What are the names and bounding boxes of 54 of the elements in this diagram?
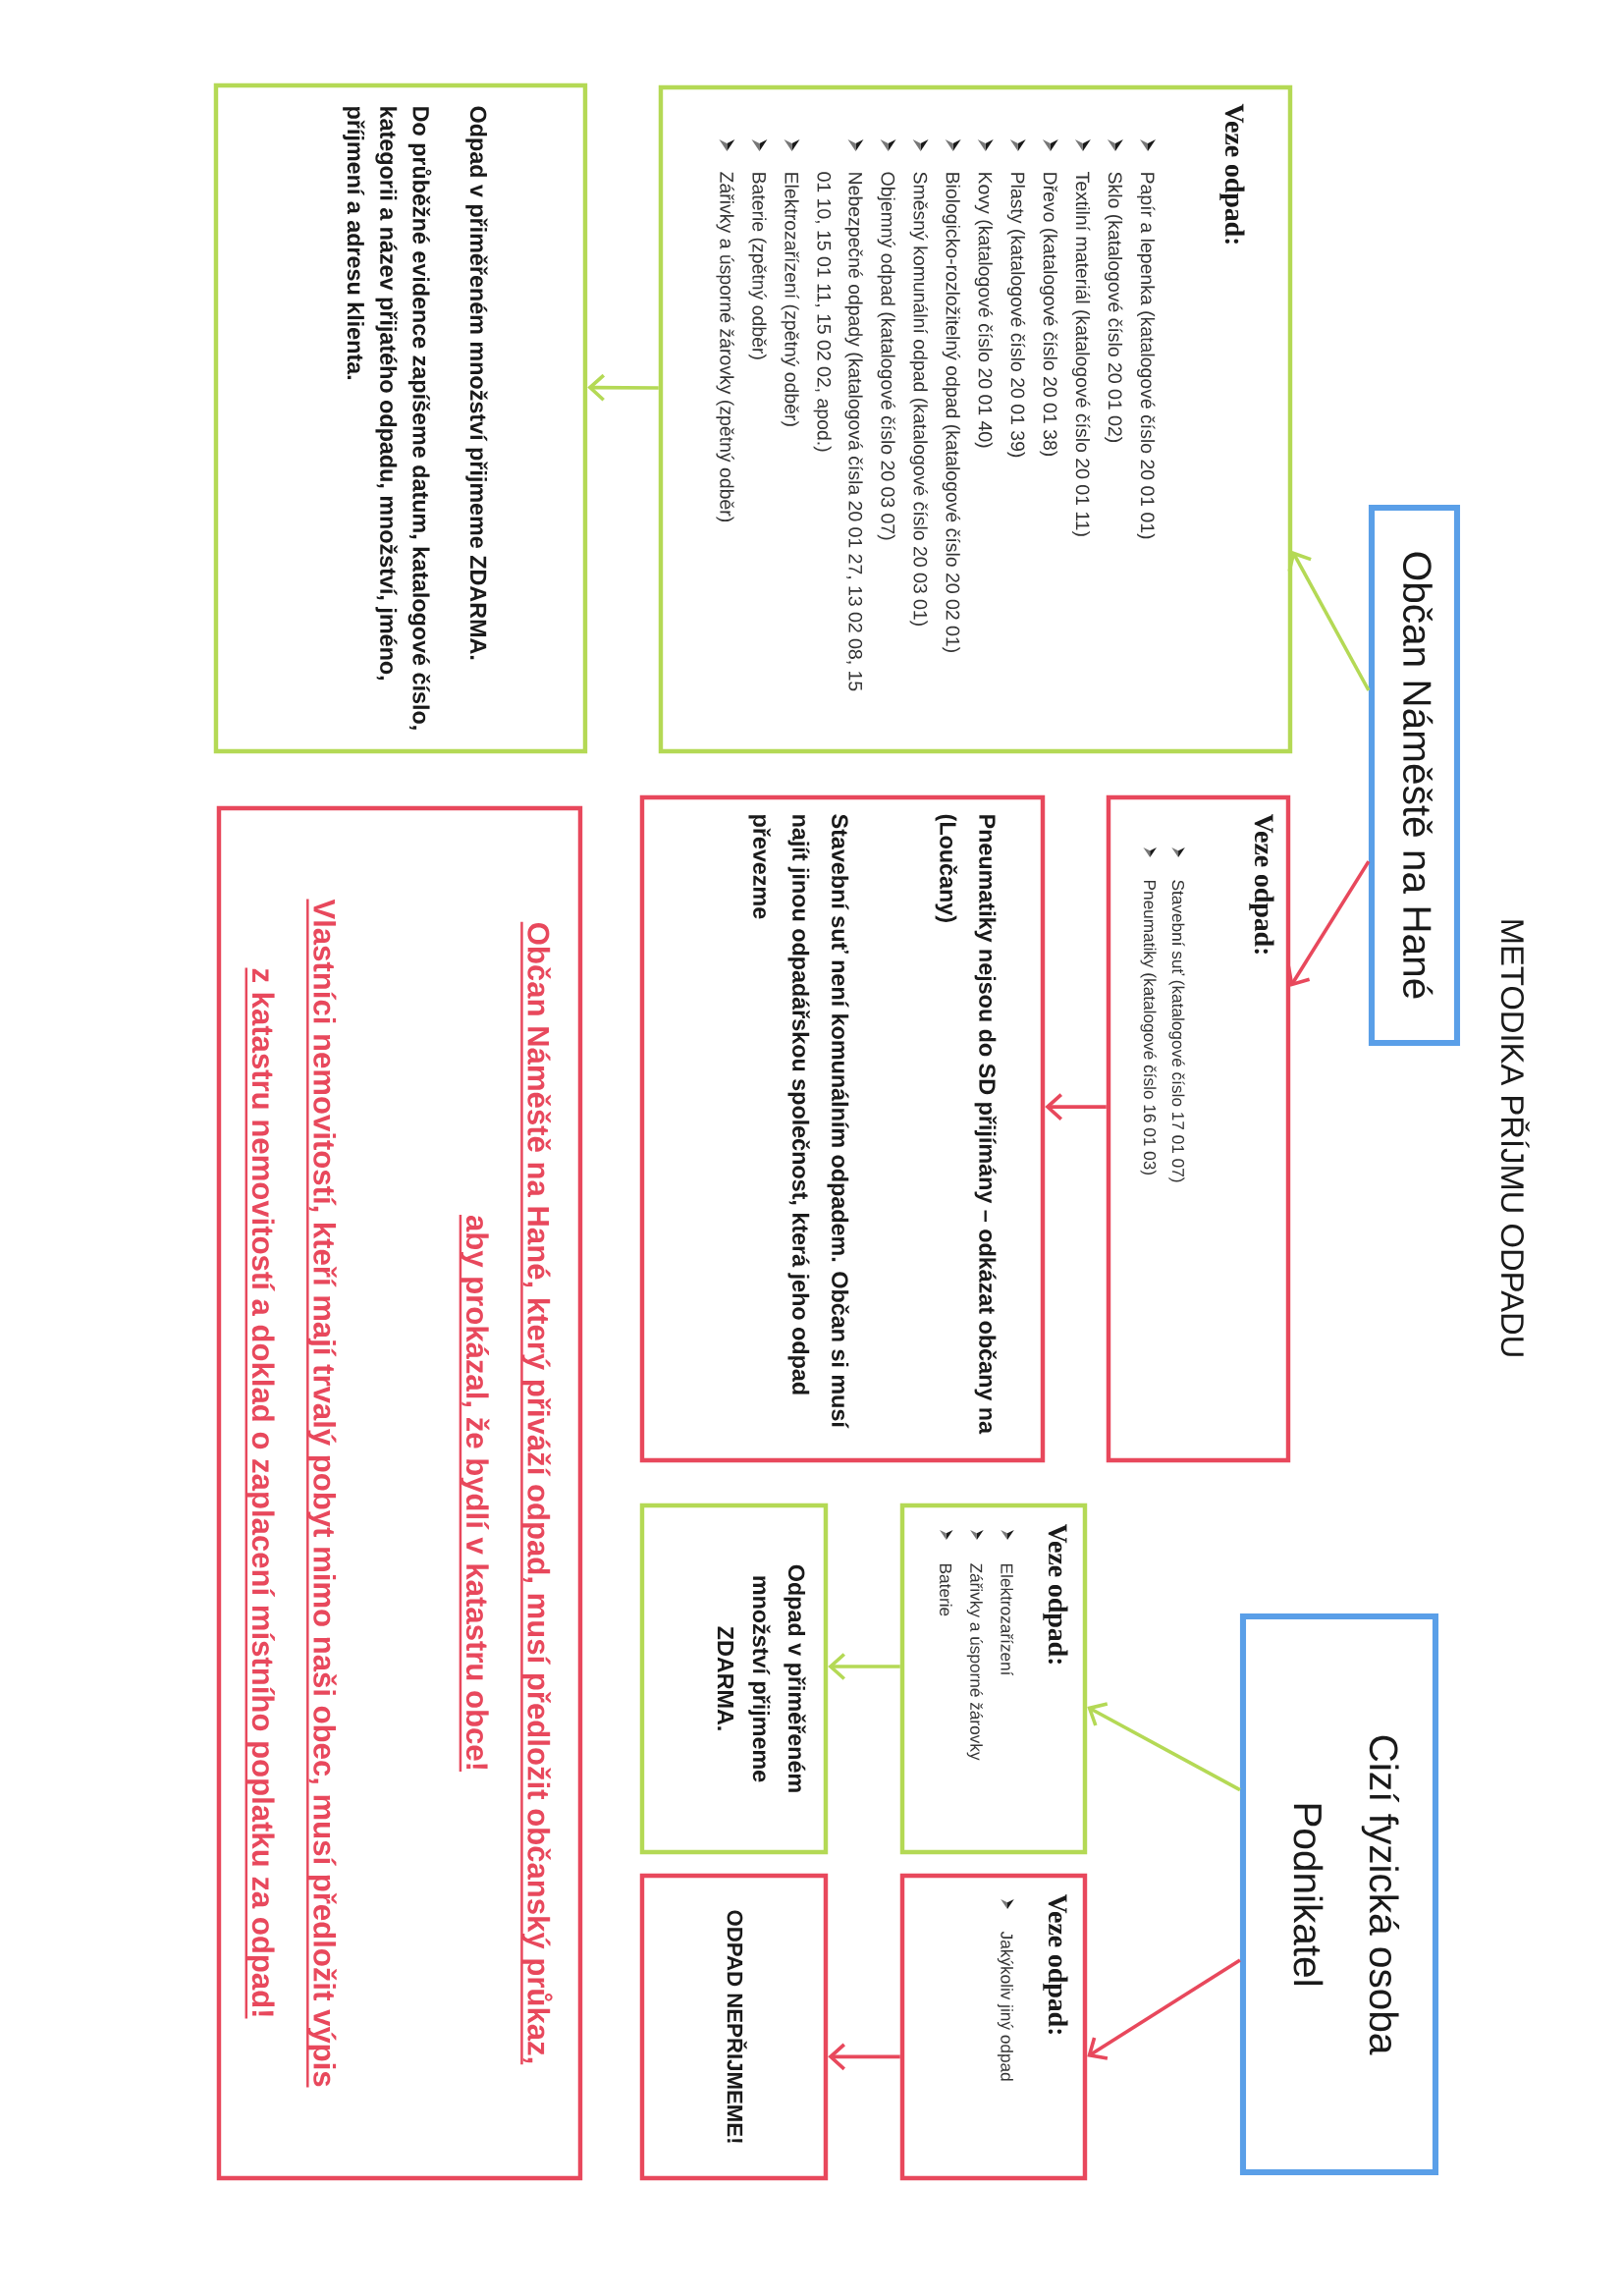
list-item: Zářivky a úsporné žárovky (966, 1563, 983, 1761)
arrow (1287, 551, 1371, 691)
note-box (639, 1503, 829, 1855)
note-text: Odpad v přiměřeném množství přijmeme ZDARMA. (717, 1564, 806, 1792)
list-item: Baterie (zpětný odběr) (748, 173, 767, 359)
arrow (1286, 860, 1371, 987)
list-item: Nebezpečné odpady (katalogová čísla 20 01 27, 13 02 08, 15 01 10, 15 01 11, 15 02 02, apod.) (813, 172, 863, 691)
list-item: Baterie (940, 1563, 952, 1616)
arrow (587, 373, 659, 402)
list-item: Směsný komunální odpad (katalogové číslo 20 03 01) (909, 172, 928, 626)
box-title: Cizí fyzická osoba (1361, 1735, 1400, 2055)
arrow (828, 2043, 900, 2071)
box-title: Občan Náměště na Hané (1403, 552, 1434, 999)
list-heading: Veze odpad: (1043, 1523, 1068, 1664)
list-item: Pneumatiky (katalogové číslo 16 01 03) (1140, 880, 1157, 1175)
note-text: Stavební suť není komunálním odpadem. Občan si musí najít jinou odpadářskou společnost, která jeho odpad převezme (748, 814, 849, 1429)
warning-text: Občan Náměště na Hané, který přiváží odpad, musí předložit občanský průkaz, aby prokázal, že bydlí v katastru obce! (459, 921, 553, 2065)
list-item: Objemný odpad (katalogové číslo 20 03 07) (877, 172, 895, 540)
list-item: Biologicko-rozložitelný odpad (katalogové číslo 20 02 01) (942, 173, 960, 652)
list-item: Zářivky a úsporné žárovky (zpětný odběr) (716, 172, 734, 521)
arrow (1087, 1958, 1241, 2060)
list-heading: Veze odpad: (1043, 1893, 1068, 2034)
list-box (899, 1873, 1088, 2181)
list-item: Jakýkoliv jiný odpad (997, 1931, 1014, 2081)
list-heading: Veze odpad: (1249, 813, 1274, 954)
list-box (1106, 794, 1291, 1463)
warning-box (216, 805, 583, 2181)
category-box (1239, 1613, 1439, 2176)
note-box (639, 1873, 829, 2181)
note-text: Do průběžné evidence zapíšeme datum, katalogové číslo, kategorii a název přijatého odpadu, množství, jméno, příjmení a adresu klienta. (343, 107, 432, 730)
note-text: ODPAD NEPŘIJMEME! (727, 1910, 747, 2143)
list-heading: Veze odpad: (1219, 103, 1245, 244)
title: METODIKA PŘÍJMU ODPADU (1500, 920, 1530, 1356)
list-item: Textilní materiál (katalogové číslo 20 01 11) (1071, 172, 1091, 536)
note-box (213, 82, 588, 754)
category-box (1368, 504, 1461, 1047)
note-text: Odpad v přiměřeném množství přijmeme ZDARMA. (465, 106, 488, 660)
box-title: Podnikatel (1293, 1804, 1324, 1985)
arrow (1087, 1702, 1241, 1792)
list-item: Plasty (katalogové číslo 20 01 39) (1006, 173, 1026, 458)
arrow (828, 1653, 900, 1680)
list-item: Elektrozařízení (1001, 1563, 1014, 1676)
list-item: Dřevo (katalogové číslo 20 01 38) (1039, 173, 1058, 457)
list-item: Elektrozařízení (zpětný odběr) (781, 173, 799, 426)
note-box (639, 794, 1046, 1463)
list-item: Stavební suť (katalogové číslo 17 01 07) (1168, 880, 1185, 1182)
list-item: Kovy (katalogové číslo 20 01 40) (974, 173, 994, 448)
list-box (899, 1503, 1088, 1855)
list-item: Papír a lepenka (katalogové číslo 20 01 01) (1137, 173, 1156, 539)
list-box (658, 84, 1293, 754)
warning-text: Vlastníci nemovitostí, kteří mají trvalý pobyt mimo naši obec, musí předložit výpis z katastru nemovitostí a doklad o zaplacení místního poplatku za odpad! (244, 899, 337, 2088)
list-item: Sklo (katalogové číslo 20 01 02) (1104, 172, 1123, 442)
arrow (1045, 1093, 1107, 1121)
note-text: Pneumatiky nejsou do SD přijímány – odkázat občany na (Loučany) (935, 814, 997, 1435)
